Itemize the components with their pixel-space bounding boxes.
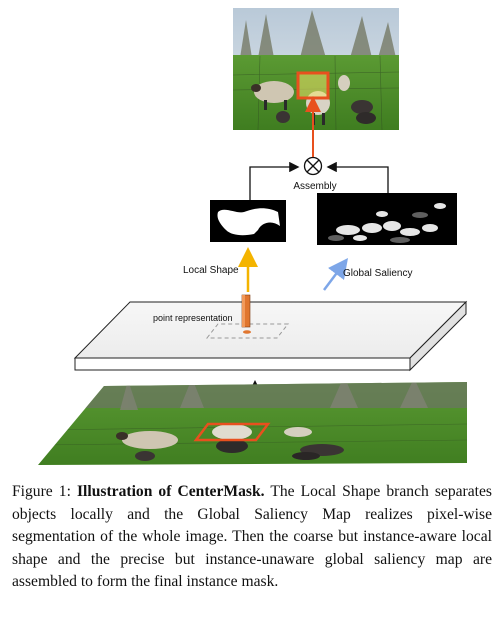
- global-saliency-arrow: [323, 258, 348, 291]
- sheep: [251, 75, 376, 125]
- caption-body: The Local Shape branch separates objects…: [12, 483, 492, 590]
- caption-prefix: Figure 1:: [12, 483, 77, 500]
- point-representation-label: point representation: [153, 313, 233, 323]
- global-saliency-connector: [326, 161, 389, 196]
- input-photo: [38, 382, 467, 465]
- local-shape-connector: [249, 161, 300, 200]
- local-shape-mask: [210, 200, 286, 242]
- detected-instance-box: [296, 71, 330, 100]
- input-sheep: [116, 424, 344, 461]
- centermask-figure: Assembly Local Shape Global Saliency: [38, 8, 468, 465]
- assembly-operator: [303, 156, 323, 176]
- global-saliency-map: [317, 193, 457, 245]
- instance-footprint: [205, 323, 290, 339]
- global-saliency-label: Global Saliency: [343, 268, 412, 279]
- network-platform: point representation: [73, 294, 468, 372]
- input-highlight-box: [193, 422, 271, 442]
- figure-caption: Figure 1: Illustration of CenterMask. Th…: [12, 481, 492, 594]
- output-photo: [232, 8, 400, 131]
- assembly-label: Assembly: [293, 181, 336, 192]
- caption-title: Illustration of CenterMask.: [76, 483, 265, 500]
- local-shape-label: Local Shape: [183, 265, 239, 276]
